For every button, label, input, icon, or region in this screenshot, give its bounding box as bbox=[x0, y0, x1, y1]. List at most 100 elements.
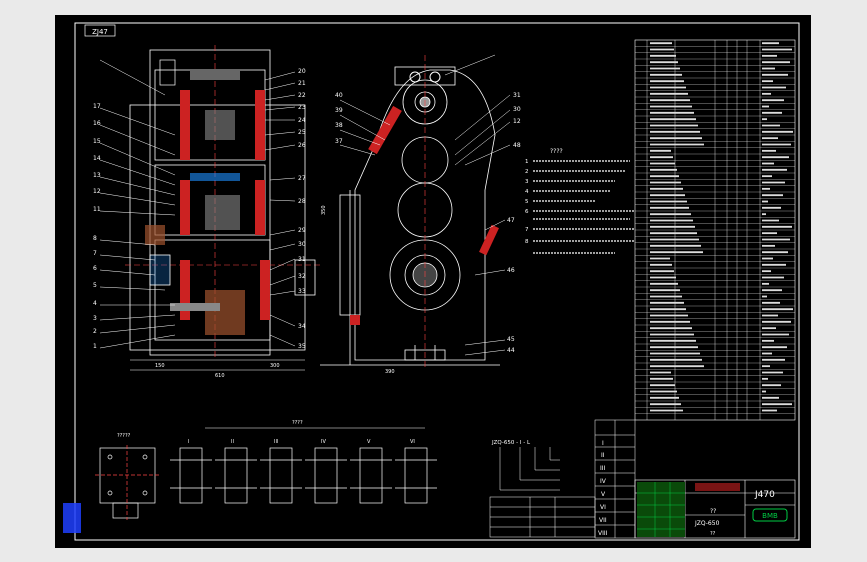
svg-text:4: 4 bbox=[525, 189, 529, 195]
svg-text:2: 2 bbox=[525, 169, 529, 175]
svg-text:3: 3 bbox=[93, 315, 97, 322]
svg-text:VII: VII bbox=[599, 517, 607, 524]
svg-text:III: III bbox=[274, 439, 278, 445]
layout-variant-glyphs bbox=[170, 447, 437, 504]
svg-text:IV: IV bbox=[321, 439, 326, 445]
tech-requirements: 1 2 3 4 5 6 7 8 bbox=[525, 159, 635, 254]
svg-text:30: 30 bbox=[298, 241, 306, 248]
svg-text:III: III bbox=[600, 465, 606, 472]
left-callouts bbox=[99, 59, 176, 349]
svg-text:12: 12 bbox=[513, 118, 521, 125]
dim-300: 300 bbox=[270, 363, 280, 369]
svg-text:VIII: VIII bbox=[598, 530, 608, 537]
svg-text:V: V bbox=[367, 439, 371, 445]
mounting-view bbox=[95, 445, 160, 520]
svg-text:VI: VI bbox=[600, 504, 606, 511]
svg-text:33: 33 bbox=[298, 288, 306, 295]
ratio-table-labels: I II III IV V VI VII VIII bbox=[598, 440, 608, 537]
side-accents bbox=[350, 71, 499, 325]
svg-text:13: 13 bbox=[93, 172, 101, 179]
svg-text:38: 38 bbox=[335, 122, 343, 129]
svg-text:5: 5 bbox=[525, 199, 529, 205]
code-box bbox=[84, 24, 116, 37]
svg-text:26: 26 bbox=[298, 142, 306, 149]
svg-text:I: I bbox=[602, 440, 604, 447]
svg-text:1: 1 bbox=[93, 343, 97, 350]
svg-text:23: 23 bbox=[298, 104, 306, 111]
notation-example: JZQ-650 - I - L bbox=[491, 440, 531, 446]
svg-text:II: II bbox=[601, 452, 605, 459]
svg-text:6: 6 bbox=[525, 209, 529, 215]
title-accent bbox=[695, 483, 740, 491]
svg-text:15: 15 bbox=[93, 138, 101, 145]
sheet-border bbox=[74, 22, 800, 541]
svg-text:34: 34 bbox=[298, 323, 306, 330]
svg-text:II: II bbox=[231, 439, 234, 445]
model-label: JZQ-650 bbox=[694, 520, 720, 527]
svg-text:3: 3 bbox=[525, 179, 529, 185]
assembly-view-title: ????? bbox=[117, 433, 131, 439]
svg-text:5: 5 bbox=[93, 282, 97, 289]
side-leaders bbox=[339, 54, 511, 356]
svg-text:35: 35 bbox=[298, 343, 306, 350]
svg-text:30: 30 bbox=[513, 106, 521, 113]
svg-text:24: 24 bbox=[298, 117, 306, 124]
svg-text:37: 37 bbox=[335, 138, 343, 145]
svg-text:39: 39 bbox=[335, 107, 343, 114]
svg-text:48: 48 bbox=[513, 142, 521, 149]
svg-text:46: 46 bbox=[507, 267, 515, 274]
svg-text:I: I bbox=[188, 439, 189, 445]
svg-text:7: 7 bbox=[525, 227, 529, 233]
bottom-dimension bbox=[130, 359, 305, 371]
ratio-table bbox=[594, 419, 636, 539]
gearbox-sections bbox=[145, 59, 270, 335]
svg-text:8: 8 bbox=[93, 235, 97, 242]
svg-text:2: 2 bbox=[93, 328, 97, 335]
svg-text:16: 16 bbox=[93, 120, 101, 127]
svg-text:32: 32 bbox=[298, 273, 306, 280]
drawing-number: J470 bbox=[754, 490, 775, 500]
svg-text:31: 31 bbox=[298, 256, 306, 263]
svg-text:44: 44 bbox=[507, 347, 515, 354]
tech-req-title: ???? bbox=[550, 148, 563, 155]
svg-text:V: V bbox=[601, 491, 606, 498]
svg-text:7: 7 bbox=[93, 250, 97, 257]
company-mark: BMB bbox=[762, 512, 778, 520]
svg-text:14: 14 bbox=[93, 155, 101, 162]
svg-text:45: 45 bbox=[507, 336, 515, 343]
layout-title: ???? bbox=[292, 420, 303, 426]
svg-text:22: 22 bbox=[298, 92, 306, 99]
svg-text:21: 21 bbox=[298, 80, 306, 87]
cad-drawing-sheet: ZJ47 bbox=[55, 15, 811, 548]
layout-variant-labels: I II III IV V VI bbox=[188, 439, 415, 445]
dim-610: 610 bbox=[215, 373, 225, 379]
svg-text:8: 8 bbox=[525, 239, 529, 245]
svg-text:29: 29 bbox=[298, 227, 306, 234]
svg-text:12: 12 bbox=[93, 188, 101, 195]
side-dim-350: 350 bbox=[321, 205, 327, 215]
svg-text:27: 27 bbox=[298, 175, 306, 182]
svg-text:17: 17 bbox=[93, 103, 101, 110]
svg-text:28: 28 bbox=[298, 198, 306, 205]
svg-text:6: 6 bbox=[93, 265, 97, 272]
company-logo bbox=[752, 508, 788, 522]
title-grid-green bbox=[637, 482, 685, 537]
title-grid-lines bbox=[637, 482, 685, 537]
svg-text:1: 1 bbox=[525, 159, 529, 165]
notation-leaders bbox=[499, 447, 560, 491]
parts-list-table bbox=[634, 39, 796, 421]
side-dim-390: 390 bbox=[385, 369, 395, 375]
svg-text:31: 31 bbox=[513, 92, 521, 99]
svg-text:20: 20 bbox=[298, 68, 306, 75]
code-box-text: ZJ47 bbox=[92, 28, 108, 36]
scale-label: ?? bbox=[710, 531, 716, 537]
svg-text:4: 4 bbox=[93, 300, 97, 307]
product-label: ?? bbox=[710, 508, 716, 515]
svg-text:11: 11 bbox=[93, 206, 101, 213]
svg-text:40: 40 bbox=[335, 92, 343, 99]
svg-text:IV: IV bbox=[600, 478, 607, 485]
gearbox-side-view bbox=[320, 55, 500, 370]
dim-150: 150 bbox=[155, 363, 165, 369]
svg-text:VI: VI bbox=[410, 439, 415, 445]
svg-text:25: 25 bbox=[298, 129, 306, 136]
